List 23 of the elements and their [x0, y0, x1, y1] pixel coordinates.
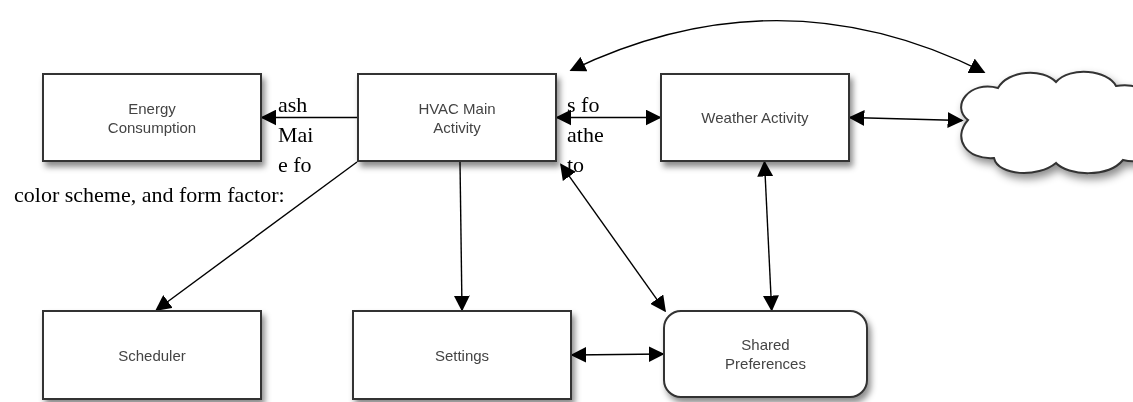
node-label: Scheduler: [117, 345, 187, 365]
arrow: [453, 161, 470, 312]
paragraph-text: color scheme, and form factor:: [14, 182, 285, 208]
paragraph-text: e fo: [278, 152, 312, 178]
process-box: [660, 73, 850, 162]
rounded-box: [663, 310, 868, 398]
paragraph-text: athe: [567, 122, 604, 148]
node-label: Weather Activity: [700, 108, 810, 127]
process-box: [352, 310, 572, 400]
paragraph-text: Mai: [278, 122, 314, 148]
node-label: Shared Preferences: [724, 335, 807, 373]
process-box: [357, 73, 557, 162]
cloud-shape: [958, 68, 1133, 173]
node-label: Energy Consumption: [106, 98, 198, 137]
node-label: HVAC Main Activity: [417, 98, 497, 137]
arrow: [569, 19, 986, 74]
node-label: Settings: [433, 345, 491, 365]
arrow: [560, 163, 666, 313]
process-box: [42, 73, 262, 162]
process-box: [42, 310, 262, 400]
paragraph-text: ash: [278, 92, 308, 118]
arrow: [155, 161, 358, 311]
arrow: [757, 160, 779, 312]
